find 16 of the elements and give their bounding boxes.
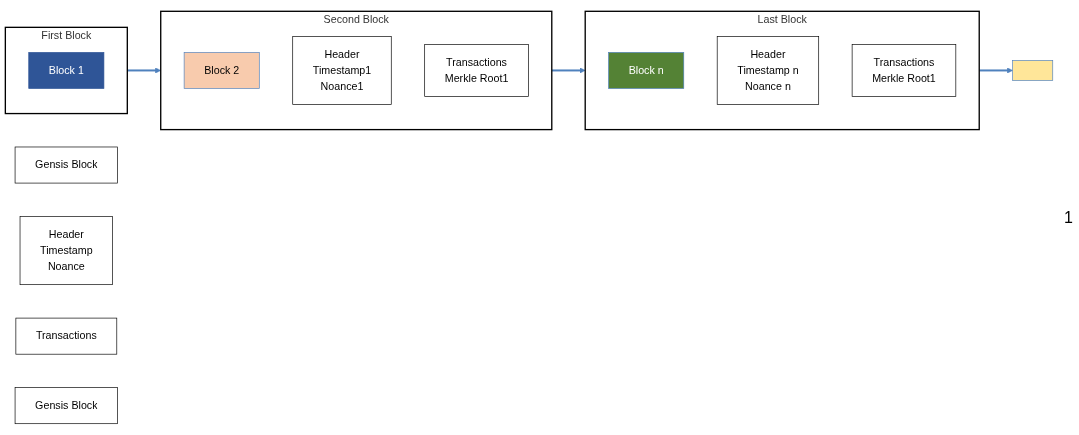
node-box: Block 2 xyxy=(183,52,260,89)
node-box: Transactions xyxy=(15,317,118,355)
node-box: Transactions Merkle Root1 xyxy=(424,44,529,97)
node-box: Gensis Block xyxy=(14,387,118,425)
node-box: Header Timestamp1 Noance1 xyxy=(292,36,392,105)
node-box xyxy=(1012,60,1054,81)
arrow xyxy=(979,67,1013,74)
arrow xyxy=(551,67,586,74)
stray-label: 1 xyxy=(1064,208,1073,227)
node-box: Transactions Merkle Root1 xyxy=(851,44,957,97)
node-box: Gensis Block xyxy=(14,146,118,184)
node-box: Block n xyxy=(608,52,685,89)
arrow xyxy=(127,67,161,74)
node-box: Header Timestamp n Noance n xyxy=(716,36,820,105)
node-box: Header Timestamp Noance xyxy=(19,216,113,285)
node-box: Block 1 xyxy=(28,52,105,89)
